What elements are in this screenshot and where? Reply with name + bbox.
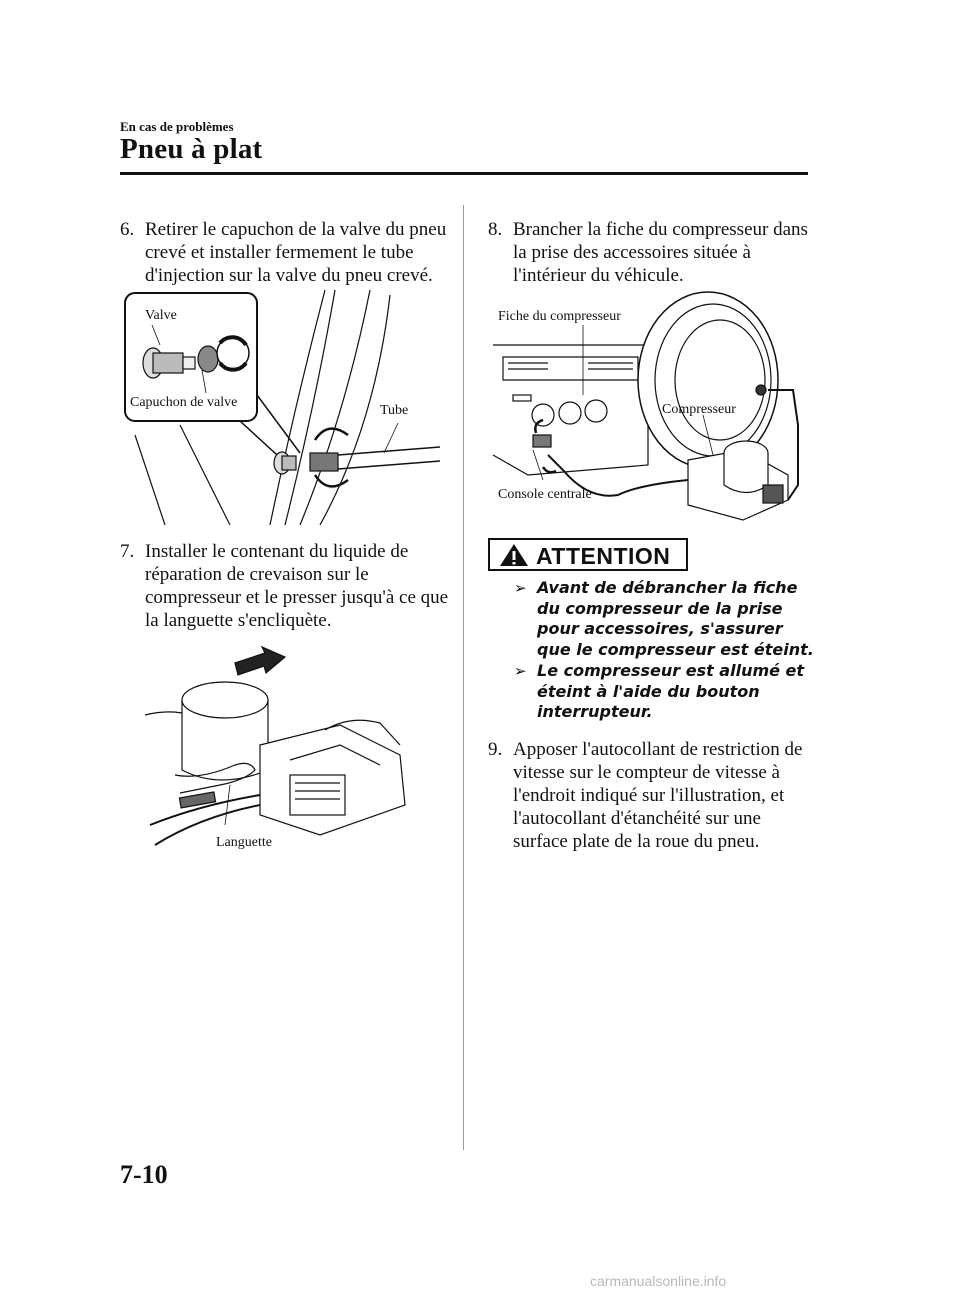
caution-item: ➢ Le compresseur est allumé et éteint à … — [514, 661, 814, 723]
step-number: 9. — [488, 739, 503, 760]
step-9: 9. Apposer l'autocollant de restriction … — [488, 738, 808, 853]
label-valve-cap: Capuchon de valve — [130, 395, 238, 410]
warning-icon — [500, 544, 528, 566]
step-8: 8. Brancher la fiche du compresseur dans… — [488, 218, 808, 287]
label-compressor-plug: Fiche du compresseur — [498, 309, 621, 324]
step-number: 7. — [120, 541, 135, 562]
step-7: 7. Installer le contenant du liquide de … — [120, 540, 450, 632]
caution-text: Avant de débrancher la fiche du compress… — [537, 578, 814, 659]
step-number: 6. — [120, 219, 135, 240]
step-text: Retirer le capuchon de la valve du pneu … — [145, 219, 447, 286]
title-rule — [120, 172, 808, 175]
attention-heading: ATTENTION — [536, 543, 671, 569]
step-text: Installer le contenant du liquide de rép… — [145, 541, 449, 631]
step-text: Apposer l'autocollant de restriction de … — [513, 739, 803, 852]
attention-banner: ATTENTION — [488, 538, 688, 571]
container-illustration: Languette — [140, 645, 420, 855]
caution-text: Le compresseur est allumé et éteint à l'… — [537, 661, 805, 721]
label-valve: Valve — [145, 308, 177, 323]
section-label: En cas de problèmes — [120, 119, 234, 134]
step-6: 6. Retirer le capuchon de la valve du pn… — [120, 218, 450, 287]
valve-illustration: Valve Capuchon de valve Tube — [120, 285, 450, 530]
label-tube: Tube — [380, 403, 409, 418]
arrow-bullet-icon: ➢ — [514, 579, 527, 597]
page-number: 7-10 — [120, 1160, 168, 1189]
caution-item: ➢ Avant de débrancher la fiche du compre… — [514, 578, 814, 660]
page-title: Pneu à plat — [120, 133, 263, 165]
label-center-console: Console centrale — [498, 487, 592, 502]
column-divider — [463, 205, 464, 1150]
step-text: Brancher la fiche du compresseur dans la… — [513, 219, 808, 286]
arrow-bullet-icon: ➢ — [514, 662, 527, 680]
label-compressor: Compresseur — [662, 402, 736, 417]
watermark: carmanualsonline.info — [590, 1273, 727, 1289]
compressor-illustration: Fiche du compresseur Compresseur Console… — [488, 285, 813, 525]
label-tab: Languette — [216, 835, 272, 850]
step-number: 8. — [488, 219, 503, 240]
